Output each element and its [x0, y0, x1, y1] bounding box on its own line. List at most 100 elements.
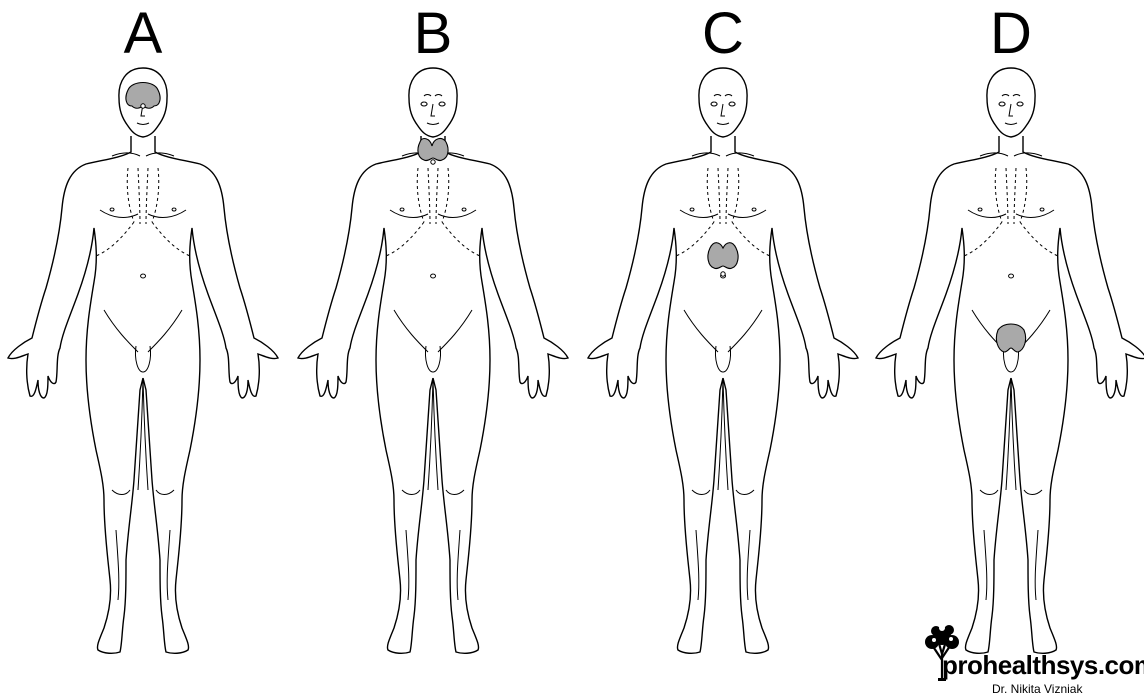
body-figure [0, 60, 286, 700]
anatomy-detail-line [999, 102, 1005, 106]
panel-label: C [580, 2, 866, 66]
anatomy-detail-line [167, 530, 170, 600]
anatomy-detail-line [137, 123, 149, 125]
anatomy-detail-line [435, 95, 442, 97]
anatomy-detail-line [400, 208, 404, 211]
anatomy-detail-line [1013, 95, 1020, 97]
anatomy-detail-line [723, 378, 728, 490]
anatomy-detail-line [978, 208, 982, 211]
anatomy-detail-line [684, 310, 718, 352]
anatomy-detail-line [110, 208, 114, 211]
highlighted-region [708, 243, 738, 269]
anatomy-detail-line [1009, 274, 1014, 278]
anatomy-detail-line [752, 208, 756, 211]
figure-panel-a: A [0, 0, 286, 700]
figure-panel-d: D [868, 0, 1144, 700]
anatomy-detail-line [1040, 208, 1044, 211]
body-outline-left [588, 136, 723, 653]
anatomy-detail-line [714, 95, 721, 97]
anatomy-detail-line [394, 310, 428, 352]
anatomy-detail-line [135, 346, 150, 372]
body-outline-right [723, 136, 858, 653]
anatomy-dashed-line [1020, 168, 1027, 222]
body-figure [868, 60, 1144, 700]
anatomy-detail-line [138, 378, 143, 490]
anatomy-dashed-line [152, 222, 190, 256]
anatomy-detail-line [462, 208, 466, 211]
region-marker [141, 104, 145, 108]
anatomy-detail-line [148, 310, 182, 352]
anatomy-detail-line [141, 274, 146, 278]
anatomy-dashed-line [718, 168, 720, 224]
anatomy-detail-line [104, 310, 138, 352]
anatomy-detail-line [425, 346, 440, 372]
anatomy-detail-line [112, 490, 130, 495]
anatomy-detail-line [1017, 102, 1023, 106]
body-outline-left [8, 136, 143, 653]
anatomy-detail-line [439, 102, 445, 106]
anatomy-detail-line [433, 378, 438, 490]
anatomy-dashed-line [442, 168, 449, 222]
anatomy-dashed-line [707, 168, 714, 222]
region-marker [431, 160, 435, 164]
anatomy-detail-line [1024, 490, 1042, 495]
brand-watermark: prohealthsys.com Dr. Nikita Vizniak [922, 622, 1144, 700]
anatomy-detail-line [1035, 530, 1038, 600]
anatomy-detail-line [457, 530, 460, 600]
body-outline-left [298, 136, 433, 653]
anatomy-detail-line [402, 490, 420, 495]
body-figure [580, 60, 866, 700]
panel-label: B [290, 2, 576, 66]
anatomy-dashed-line [138, 168, 140, 224]
anatomy-detail-line [156, 490, 174, 495]
brand-name: prohealthsys.com [942, 650, 1144, 681]
anatomy-detail-line [692, 490, 710, 495]
anatomy-detail-line [406, 530, 409, 600]
anatomy-detail-line [736, 490, 754, 495]
figure-panel-c: C [580, 0, 866, 700]
anatomy-dashed-line [1020, 222, 1058, 256]
anatomy-detail-line [172, 208, 176, 211]
anatomy-detail-line [980, 490, 998, 495]
anatomy-detail-line [1011, 378, 1016, 490]
anatomy-detail-line [116, 530, 119, 600]
brand-author: Dr. Nikita Vizniak [992, 682, 1082, 696]
body-outline-left [876, 136, 1011, 653]
anatomy-detail-line [428, 378, 433, 490]
anatomy-dashed-line [152, 168, 159, 222]
body-outline-right [433, 136, 568, 653]
anatomy-detail-line [690, 208, 694, 211]
highlighted-region [418, 139, 448, 161]
anatomy-detail-line [424, 95, 431, 97]
anatomy-dashed-line [1006, 168, 1008, 224]
anatomy-detail-line [143, 378, 148, 490]
anatomy-detail-line [717, 123, 729, 125]
anatomy-detail-line [431, 104, 435, 116]
body-figure [290, 60, 576, 700]
anatomy-dashed-line [442, 222, 480, 256]
anatomy-detail-line [1006, 378, 1011, 490]
anatomy-detail-line [427, 123, 439, 125]
anatomy-detail-line [438, 310, 472, 352]
anatomy-detail-line [725, 95, 732, 97]
anatomy-dashed-line [732, 168, 739, 222]
anatomy-dashed-line [417, 168, 424, 222]
anatomy-dashed-line [964, 222, 1002, 256]
anatomy-dashed-line [436, 168, 438, 224]
figure-panel-b: B [290, 0, 576, 700]
body-outline-right [1011, 136, 1144, 653]
head-outline [987, 68, 1035, 137]
anatomy-detail-line [1005, 123, 1017, 125]
anatomy-dashed-line [96, 222, 134, 256]
panel-label: D [868, 2, 1144, 66]
anatomy-detail-line [696, 530, 699, 600]
anatomy-dashed-line [127, 168, 134, 222]
anatomy-detail-line [747, 530, 750, 600]
anatomy-dashed-line [386, 222, 424, 256]
head-outline [409, 68, 457, 137]
anatomy-detail-line [984, 530, 987, 600]
anatomy-detail-line [711, 102, 717, 106]
anatomy-detail-line [729, 102, 735, 106]
highlighted-region [996, 324, 1025, 352]
